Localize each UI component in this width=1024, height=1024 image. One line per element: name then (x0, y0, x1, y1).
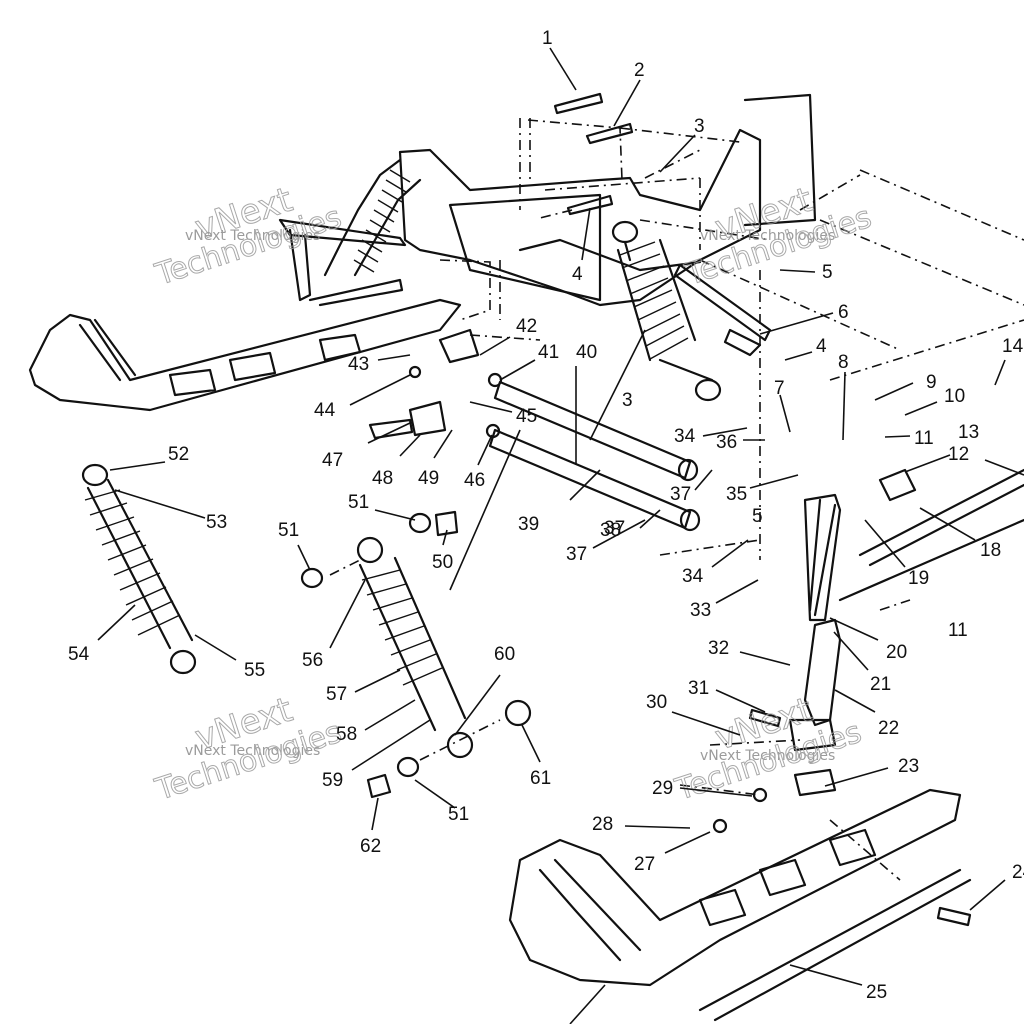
callout-19: 19 (908, 568, 929, 589)
watermark-label: vNext Technologies (700, 748, 835, 764)
callout-43: 43 (348, 354, 369, 375)
callout-29: 29 (652, 778, 673, 799)
callout-21: 21 (870, 674, 891, 695)
callout-18: 18 (980, 540, 1001, 561)
callout-8: 8 (838, 352, 849, 373)
callout-41: 41 (538, 342, 559, 363)
callout-37: 37 (604, 518, 625, 539)
callout-36: 36 (716, 432, 737, 453)
callout-7: 7 (774, 378, 785, 399)
callout-5: 5 (822, 262, 833, 283)
callout-39: 39 (518, 514, 539, 535)
callout-51: 51 (448, 804, 469, 825)
watermark-label: vNext Technologies (185, 743, 320, 759)
line-art (28, 92, 1024, 1022)
callout-20: 20 (886, 642, 907, 663)
callout-48: 48 (372, 468, 393, 489)
callout-30: 30 (646, 692, 667, 713)
callout-24: 24 (1012, 862, 1024, 883)
callout-40: 40 (576, 342, 597, 363)
callout-4: 4 (572, 264, 583, 285)
callout-47: 47 (322, 450, 343, 471)
callout-62: 62 (360, 836, 381, 857)
left-ski (28, 298, 462, 412)
callout-44: 44 (314, 400, 336, 421)
callout-9: 9 (926, 372, 937, 393)
callout-31: 31 (688, 678, 709, 699)
callout-34: 34 (682, 566, 704, 587)
callout-12: 12 (948, 444, 969, 465)
callout-leaders (97, 47, 1024, 1024)
callout-53: 53 (206, 512, 227, 533)
callout-59: 59 (322, 770, 343, 791)
callout-55: 55 (244, 660, 265, 681)
callout-37: 37 (566, 544, 587, 565)
callout-6: 6 (838, 302, 849, 323)
watermark-label: vNext Technologies (700, 228, 835, 244)
center-shock-assembly (356, 536, 474, 759)
callout-32: 32 (708, 638, 729, 659)
watermark-label: vNext Technologies (185, 228, 320, 244)
callout-45: 45 (516, 406, 537, 427)
callout-23: 23 (898, 756, 919, 777)
callout-14: 14 (1002, 336, 1024, 357)
callout-13: 13 (958, 422, 979, 443)
callout-49: 49 (418, 468, 439, 489)
callout-10: 10 (944, 386, 965, 407)
callout-5: 5 (752, 506, 763, 527)
callout-61: 61 (530, 768, 551, 789)
callout-38: 38 (600, 520, 621, 541)
callout-52: 52 (168, 444, 189, 465)
callout-2: 2 (634, 60, 645, 81)
callout-27: 27 (634, 854, 655, 875)
callout-37: 37 (670, 484, 691, 505)
callout-60: 60 (494, 644, 515, 665)
left-shock-assembly (81, 463, 197, 675)
callout-3: 3 (622, 390, 633, 411)
callout-34: 34 (674, 426, 696, 447)
callout-42: 42 (516, 316, 537, 337)
callout-35: 35 (726, 484, 747, 505)
callout-11: 11 (914, 428, 934, 449)
callout-28: 28 (592, 814, 613, 835)
callout-54: 54 (68, 644, 90, 665)
callout-11: 11 (948, 620, 968, 641)
callout-46: 46 (464, 470, 485, 491)
callout-56: 56 (302, 650, 323, 671)
callout-25: 25 (866, 982, 887, 1003)
callout-33: 33 (690, 600, 711, 621)
callout-1: 1 (542, 28, 553, 49)
callout-4: 4 (816, 336, 827, 357)
callout-58: 58 (336, 724, 357, 745)
callout-3: 3 (694, 116, 705, 137)
rear-left-shock (323, 158, 422, 277)
callout-labels: 1 2 3 3 4 4 5 5 6 7 8 9 10 11 11 12 13 1… (68, 28, 1024, 1003)
callout-50: 50 (432, 552, 453, 573)
callout-57: 57 (326, 684, 347, 705)
callout-51: 51 (348, 492, 369, 513)
callout-22: 22 (878, 718, 899, 739)
callout-51: 51 (278, 520, 299, 541)
right-ski (508, 788, 972, 1022)
front-right-shock (611, 220, 722, 402)
